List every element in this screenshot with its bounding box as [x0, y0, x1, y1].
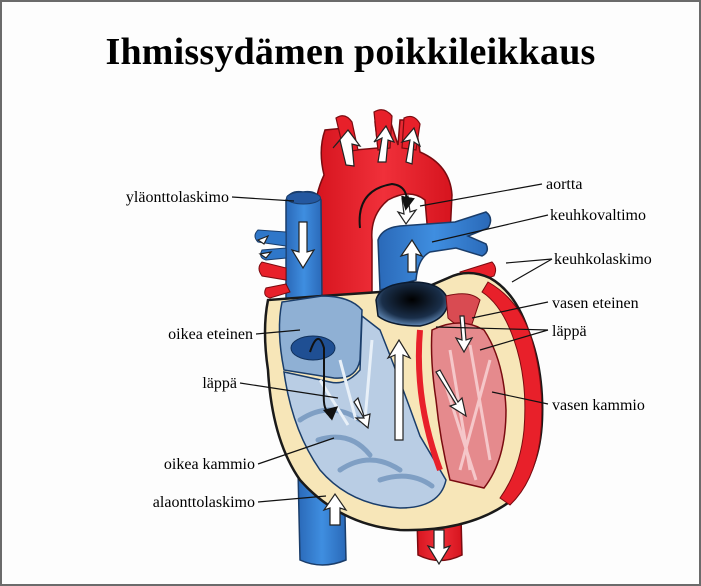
- label-inferior-vena-cava: alaonttolaskimo: [153, 494, 255, 511]
- label-left-atrium: vasen eteinen: [552, 295, 639, 312]
- label-left-ventricle: vasen kammio: [552, 397, 645, 414]
- label-pulmonary-veins: keuhkolaskimo: [554, 251, 652, 268]
- label-right-atrium: oikea eteinen: [168, 326, 253, 343]
- label-superior-vena-cava: yläonttolaskimo: [126, 189, 229, 206]
- right-atrium: [279, 296, 362, 378]
- label-valve-left: läppä: [552, 323, 587, 340]
- label-aorta: aortta: [546, 176, 582, 193]
- pointer-superior-vena-cava: [232, 197, 294, 201]
- label-pulmonary-artery: keuhkovaltimo: [550, 207, 646, 224]
- label-valve-right: läppä: [202, 375, 237, 392]
- label-right-ventricle: oikea kammio: [164, 456, 255, 473]
